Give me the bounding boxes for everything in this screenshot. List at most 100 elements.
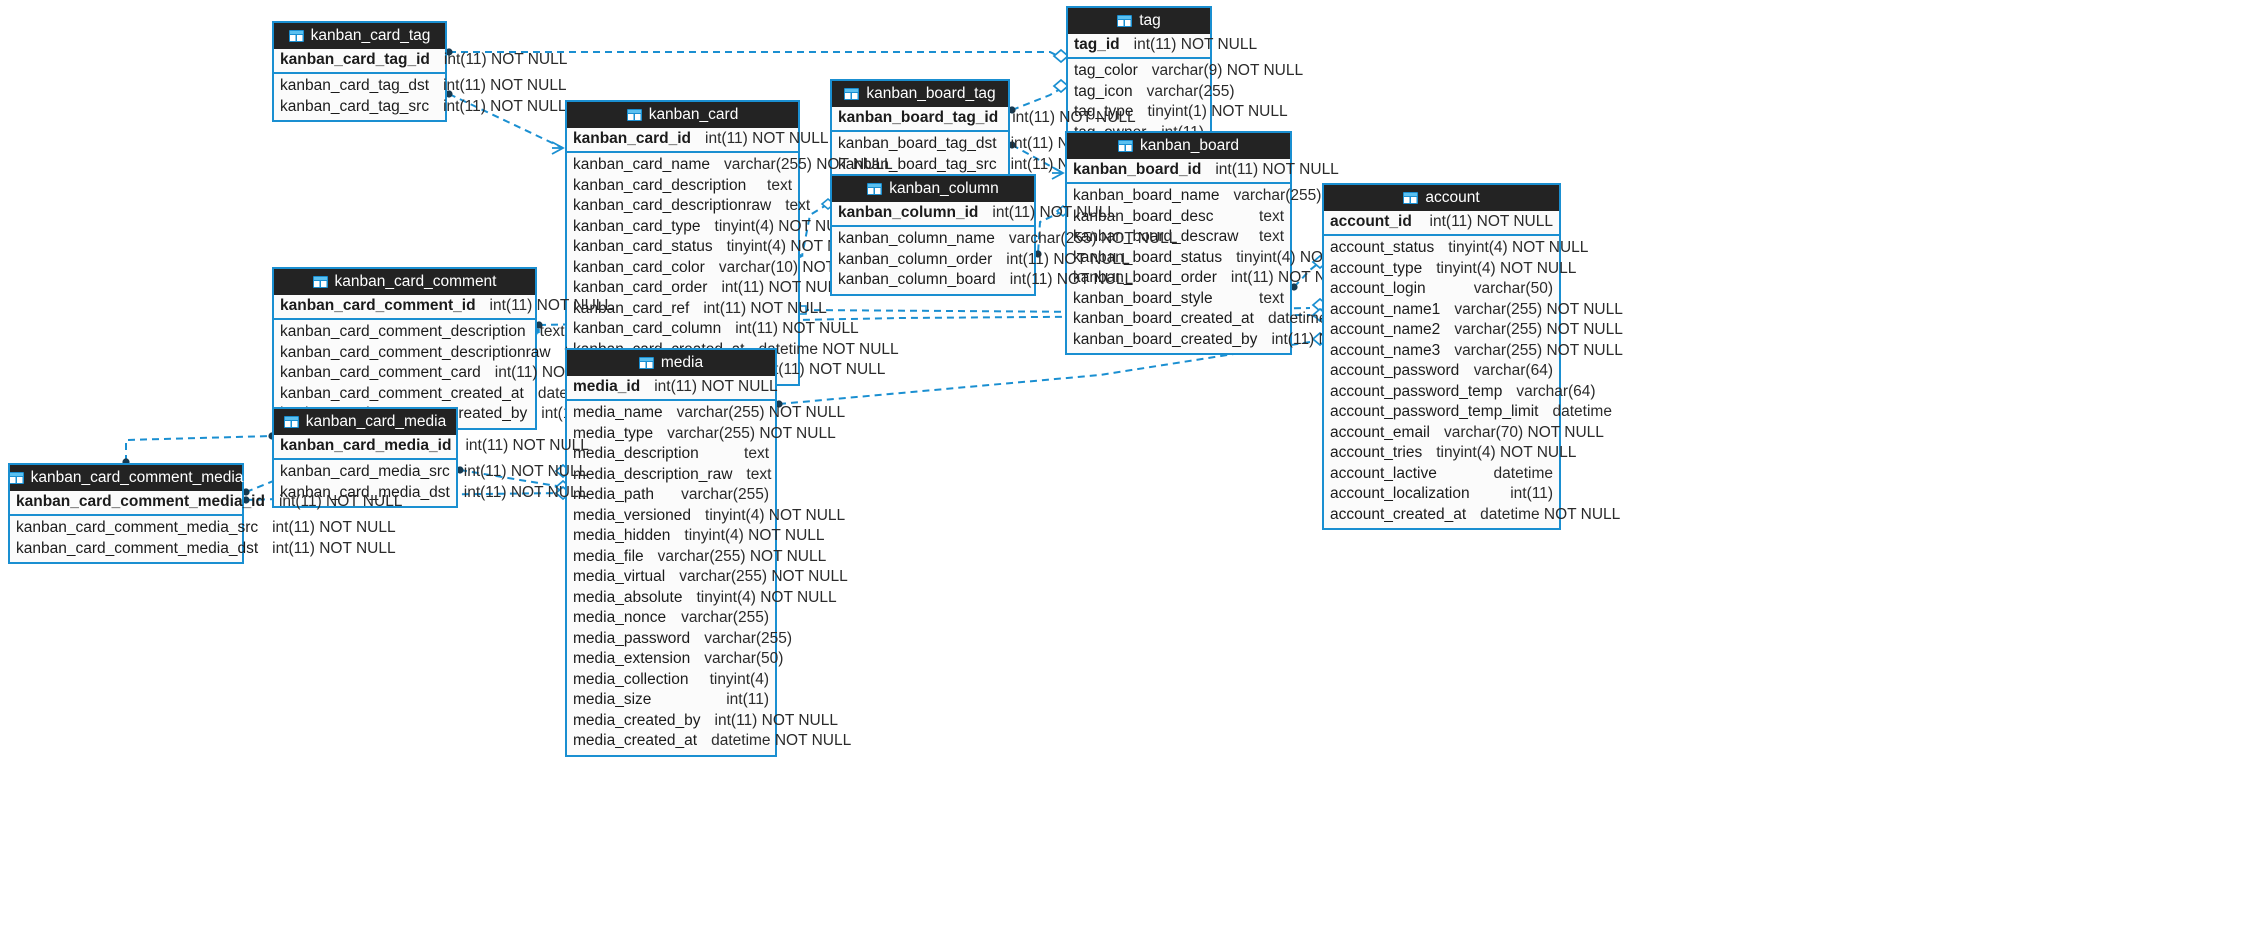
field-row[interactable]: tag_color varchar(9) NOT NULL [1068,61,1303,82]
entity-title: account [1425,189,1480,206]
column-name: kanban_column_board [838,271,996,288]
entity-title: media [660,354,704,371]
entity-kanban_card_comment[interactable]: kanban_card_comment kanban_card_comment_i… [272,267,678,430]
column-type: int(11) NOT NULL [1429,213,1553,230]
column-type: int(11) NOT NULL [272,539,396,557]
relationship-edge[interactable] [122,432,276,466]
column-type: int(11) NOT NULL [489,297,614,314]
column-type: int(11) NOT NULL [443,51,568,68]
entity-title: kanban_card_comment [334,273,497,290]
column-name: kanban_board_tag_src [838,155,997,173]
column-type: text [746,465,772,483]
column-type: varchar(255) NOT NULL [1008,230,1178,247]
column-name: tag_color [1074,62,1138,79]
column-type: varchar(255) [1146,82,1235,100]
column-name: kanban_card_media_id [280,437,452,454]
column-type: varchar(9) NOT NULL [1151,62,1304,79]
column-name: media_description [573,445,699,462]
column-type: varchar(255) [681,486,769,503]
column-type: varchar(64) [1516,382,1596,400]
column-name: kanban_card_comment_descriptionraw [280,343,551,361]
column-name: media_id [573,378,641,395]
